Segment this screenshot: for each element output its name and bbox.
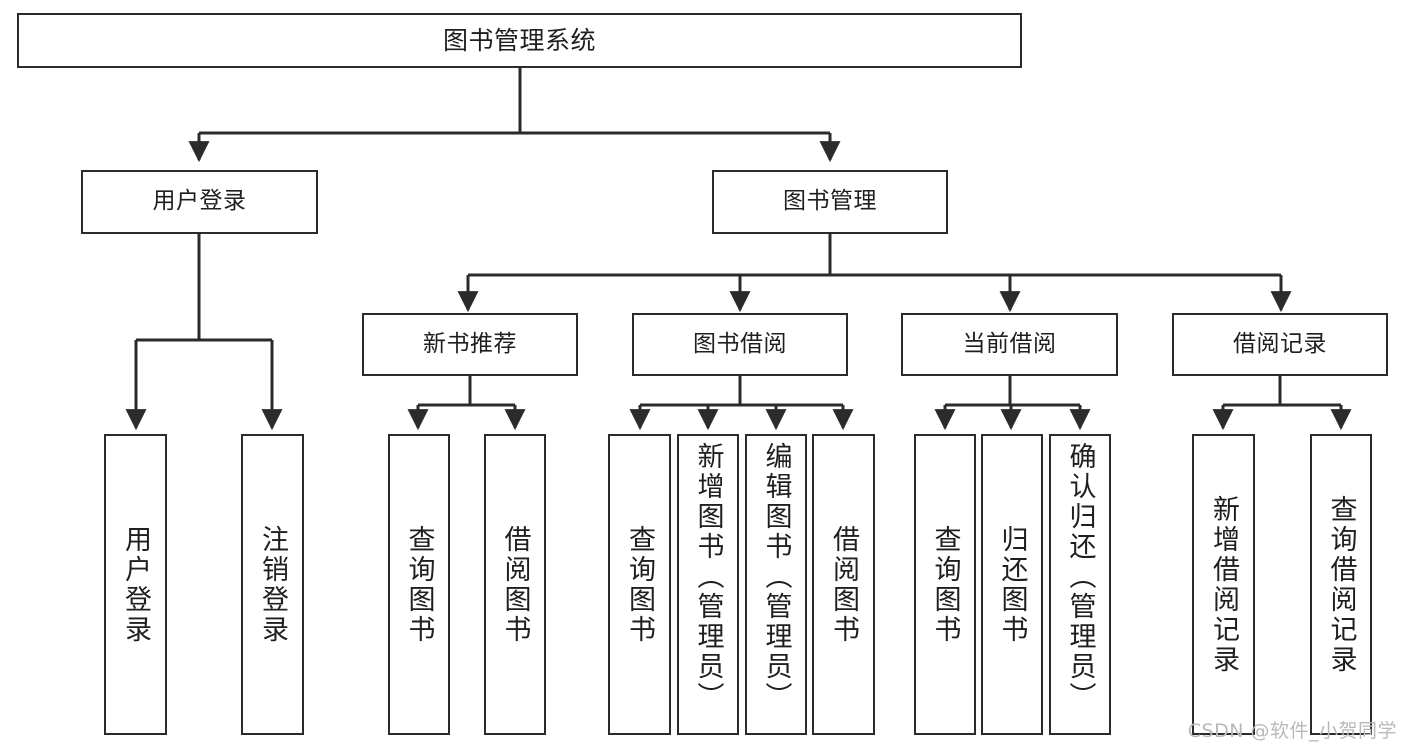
node-book-management[interactable]: 图书管理 xyxy=(712,170,948,234)
leaf-confirm-return-admin[interactable]: 确认归还（管理员） xyxy=(1049,434,1111,735)
leaf-query-book-current[interactable]: 查询图书 xyxy=(914,434,976,735)
node-label: 当前借阅 xyxy=(962,330,1057,357)
leaf-user-login[interactable]: 用户登录 xyxy=(104,434,167,735)
watermark-text: CSDN @软件_小贺同学 xyxy=(1187,720,1397,742)
node-label: 新增图书（管理员） xyxy=(692,442,724,712)
leaf-query-borrow-record[interactable]: 查询借阅记录 xyxy=(1310,434,1372,735)
node-label: 借阅记录 xyxy=(1233,330,1327,357)
leaf-query-book-borrow[interactable]: 查询图书 xyxy=(608,434,671,735)
node-label: 查询借阅记录 xyxy=(1325,494,1357,675)
node-label: 图书管理系统 xyxy=(442,25,596,55)
node-new-book-recommend[interactable]: 新书推荐 xyxy=(362,313,578,376)
node-label: 编辑图书（管理员） xyxy=(760,442,792,712)
leaf-edit-book-admin[interactable]: 编辑图书（管理员） xyxy=(745,434,807,735)
node-label: 用户登录 xyxy=(152,188,247,215)
node-label: 用户登录 xyxy=(120,524,151,645)
leaf-add-book-admin[interactable]: 新增图书（管理员） xyxy=(677,434,739,735)
node-label: 新书推荐 xyxy=(423,330,517,357)
node-label: 查询图书 xyxy=(403,524,435,645)
node-borrow-record[interactable]: 借阅记录 xyxy=(1172,313,1388,376)
leaf-borrow-book-recommend[interactable]: 借阅图书 xyxy=(484,434,546,735)
leaf-borrow-book[interactable]: 借阅图书 xyxy=(812,434,875,735)
leaf-return-book[interactable]: 归还图书 xyxy=(981,434,1043,735)
node-book-borrow[interactable]: 图书借阅 xyxy=(632,313,848,376)
node-current-borrow[interactable]: 当前借阅 xyxy=(901,313,1118,376)
node-label: 借阅图书 xyxy=(828,524,859,645)
node-label: 查询图书 xyxy=(929,524,961,645)
node-label: 归还图书 xyxy=(996,524,1028,645)
node-user-login[interactable]: 用户登录 xyxy=(81,170,318,234)
node-label: 新增借阅记录 xyxy=(1208,494,1239,675)
leaf-logout[interactable]: 注销登录 xyxy=(241,434,304,735)
node-label: 确认归还（管理员） xyxy=(1064,442,1096,712)
node-label: 图书借阅 xyxy=(693,330,787,357)
node-root-system[interactable]: 图书管理系统 xyxy=(17,13,1022,68)
leaf-query-book-recommend[interactable]: 查询图书 xyxy=(388,434,450,735)
node-label: 查询图书 xyxy=(624,524,655,645)
node-label: 注销登录 xyxy=(257,524,288,645)
node-label: 借阅图书 xyxy=(499,524,531,645)
node-label: 图书管理 xyxy=(783,188,877,215)
leaf-add-borrow-record[interactable]: 新增借阅记录 xyxy=(1192,434,1255,735)
